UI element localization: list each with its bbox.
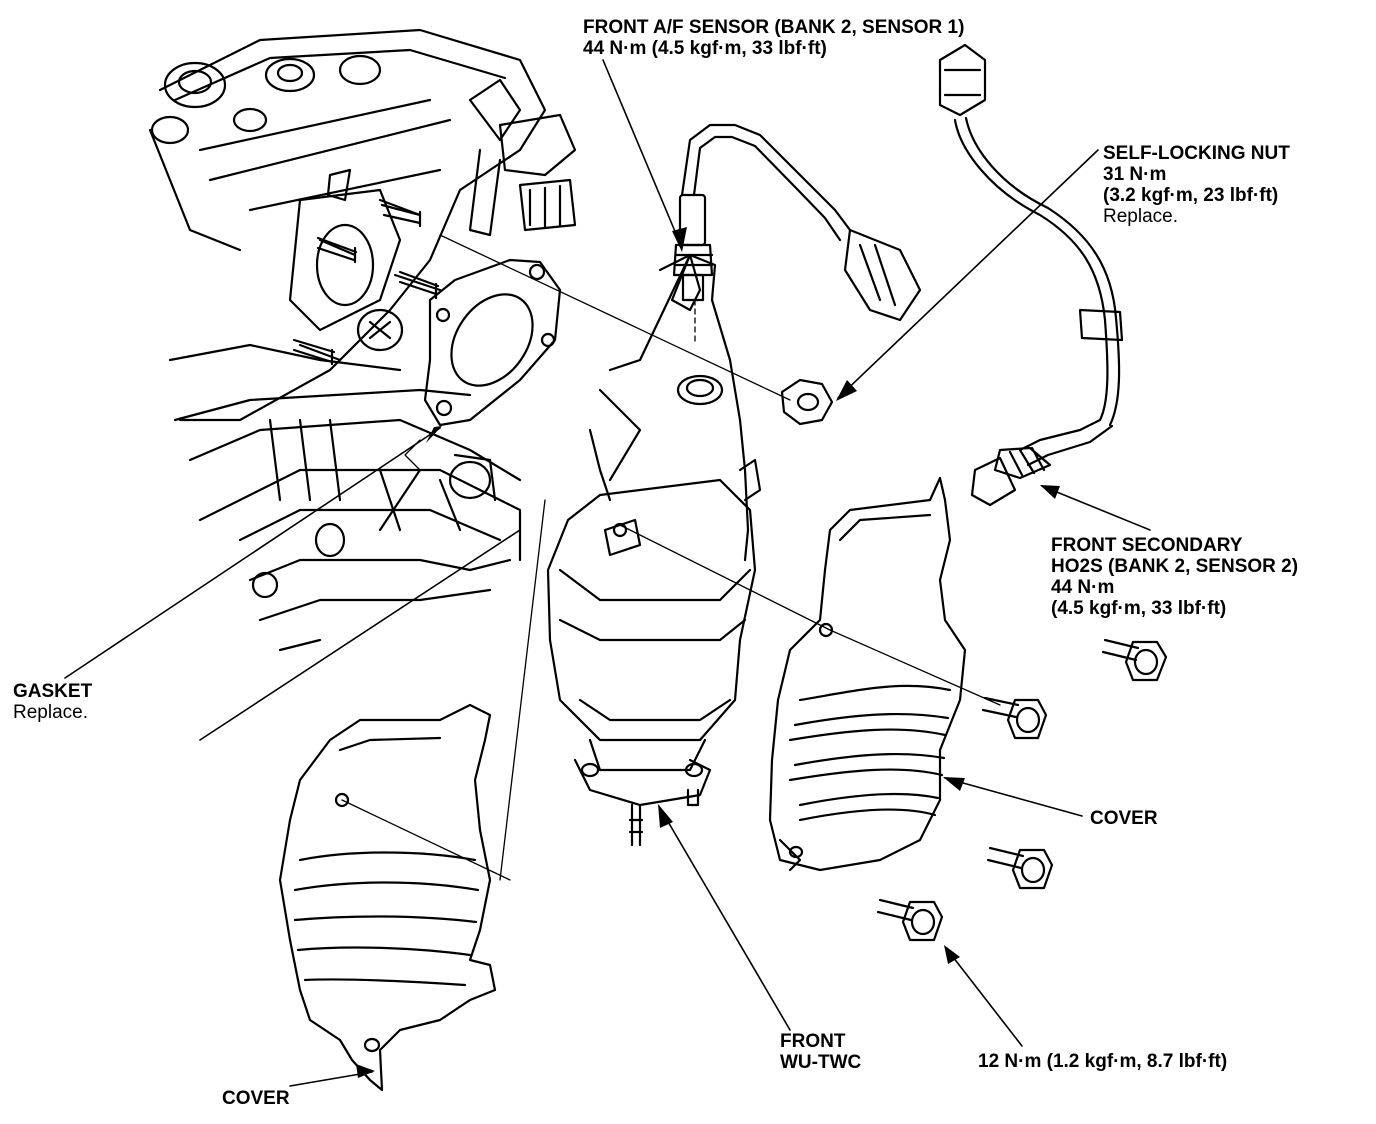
- bolt-4: [876, 898, 944, 942]
- bolt-3: [986, 846, 1054, 890]
- bolt-torque-label: 12 N·m (1.2 kgf·m, 8.7 lbf·ft): [978, 1051, 1227, 1072]
- leader-gasket: [64, 427, 441, 679]
- alignment-lines: [341, 234, 1001, 881]
- ho2s-name-line1: FRONT SECONDARY: [1051, 535, 1243, 556]
- leader-bolt-torque: [945, 947, 1023, 1047]
- leader-gasket-2: [199, 529, 521, 741]
- front-af-sensor-torque: 44 N·m (4.5 kgf·m, 33 lbf·ft): [583, 38, 827, 59]
- front-af-sensor-drawing: [672, 123, 922, 322]
- leader-af-sensor: [602, 59, 683, 249]
- cover-right-drawing: [768, 476, 967, 872]
- ho2s-name-line2: HO2S (BANK 2, SENSOR 2): [1051, 556, 1299, 577]
- self-locking-nut-name: SELF-LOCKING NUT: [1103, 143, 1290, 164]
- leader-wu-twc: [659, 807, 791, 1031]
- gasket-label: GASKET Replace.: [13, 681, 92, 723]
- engine-block-drawing: [148, 28, 577, 652]
- leader-cover-right: [944, 777, 1083, 817]
- self-locking-nut-drawing: [780, 378, 834, 426]
- leader-ho2s: [1041, 485, 1151, 531]
- cover-right-name: COVER: [1090, 808, 1158, 829]
- cover-left-label: COVER: [222, 1088, 290, 1109]
- gasket-name: GASKET: [13, 681, 93, 702]
- self-locking-nut-torque-nm: 31 N·m: [1103, 164, 1167, 185]
- bolt-2: [1101, 638, 1168, 682]
- ho2s-torque-nm: 44 N·m: [1051, 577, 1115, 598]
- gasket-drawing: [423, 258, 562, 427]
- front-secondary-ho2s-label: FRONT SECONDARY HO2S (BANK 2, SENSOR 2) …: [1051, 535, 1298, 619]
- wu-twc-name-line1: FRONT: [780, 1031, 846, 1052]
- self-locking-nut-torque-alt: (3.2 kgf·m, 23 lbf·ft): [1103, 185, 1279, 206]
- gasket-note: Replace.: [13, 702, 88, 723]
- front-secondary-ho2s-drawing: [938, 43, 1124, 507]
- self-locking-nut-label: SELF-LOCKING NUT 31 N·m (3.2 kgf·m, 23 l…: [1103, 143, 1290, 227]
- bolt-torque-value: 12 N·m (1.2 kgf·m, 8.7 lbf·ft): [978, 1051, 1228, 1072]
- leader-lines: [64, 59, 1151, 1087]
- self-locking-nut-note: Replace.: [1103, 206, 1178, 227]
- front-af-sensor-label: FRONT A/F SENSOR (BANK 2, SENSOR 1) 44 N…: [583, 17, 964, 59]
- front-wu-twc-label: FRONT WU-TWC: [780, 1031, 861, 1073]
- cover-left-name: COVER: [222, 1088, 290, 1109]
- cover-right-label: COVER: [1090, 808, 1158, 829]
- wu-twc-name-line2: WU-TWC: [780, 1052, 862, 1073]
- arrowheads: [356, 227, 1060, 1078]
- ho2s-torque-alt: (4.5 kgf·m, 33 lbf·ft): [1051, 598, 1227, 619]
- leader-self-locking-nut: [837, 149, 1099, 399]
- cover-left-drawing: [278, 703, 497, 1092]
- bolt-1: [981, 696, 1048, 740]
- front-af-sensor-name: FRONT A/F SENSOR (BANK 2, SENSOR 1): [583, 17, 965, 38]
- flange-bolts: [876, 638, 1168, 942]
- front-wu-twc-drawing: [546, 253, 762, 847]
- manifold-studs: [292, 203, 440, 366]
